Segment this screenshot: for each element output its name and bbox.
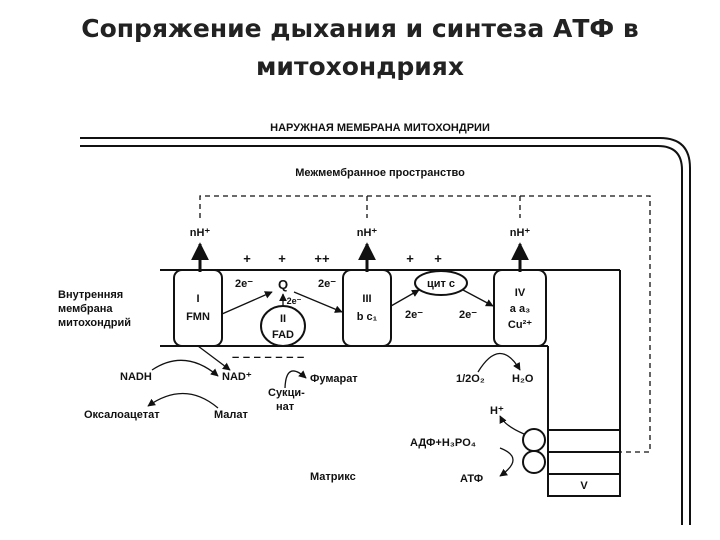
malate-to-oxaloacetate-arrow bbox=[147, 392, 219, 409]
electron-label-2: 2e⁻ bbox=[318, 278, 336, 290]
nadh-oxidation-arrow bbox=[151, 359, 219, 377]
complex-1-box bbox=[173, 269, 223, 347]
complex-1-name: FMN bbox=[186, 311, 210, 323]
complex-2-name: FAD bbox=[272, 329, 294, 341]
complex-1-numeral: I bbox=[196, 293, 199, 305]
oxygen-reduction-arrow bbox=[477, 352, 521, 373]
electron-arrow-1-to-q bbox=[221, 291, 273, 315]
cyt-c-label: цит c bbox=[427, 278, 455, 290]
electron-label-3: 2e⁻ bbox=[287, 296, 302, 306]
complex-4-line-3: Cu²⁺ bbox=[508, 319, 532, 331]
inner-membrane-label-line-3: митохондрий bbox=[58, 317, 131, 329]
electron-arrow-3-to-cyt bbox=[390, 289, 420, 307]
complex-4-numeral: IV bbox=[515, 287, 526, 299]
adp-to-atp-arrow bbox=[499, 447, 514, 477]
atp-label: АТФ bbox=[460, 473, 483, 485]
succinate-label-line-1: Сукци- bbox=[268, 387, 305, 399]
outer-membrane-line-inner bbox=[80, 145, 683, 525]
inner-membrane-label-line-1: Внутренняя bbox=[58, 289, 123, 301]
electron-arrow-q-to-3 bbox=[293, 291, 343, 313]
adp-phosphate-label: АДФ+H₃PO₄ bbox=[410, 437, 476, 449]
h-plus-label: H⁺ bbox=[490, 405, 504, 417]
half-o2-label: 1/2O₂ bbox=[456, 373, 485, 385]
complex-1-to-matrix-line bbox=[197, 345, 231, 371]
complex-3-name: b c₁ bbox=[357, 311, 378, 323]
proton-dashed-path bbox=[199, 195, 651, 453]
nadh-label: NADH bbox=[120, 371, 152, 383]
outer-membrane-label: НАРУЖНАЯ МЕМБРАНА МИТОХОНДРИИ bbox=[270, 122, 490, 134]
succinate-label-line-2: нат bbox=[276, 401, 295, 413]
plus-sign-4: + bbox=[406, 251, 414, 266]
electron-label-5: 2e⁻ bbox=[459, 309, 477, 321]
proton-label-complex-3: nH⁺ bbox=[357, 227, 378, 239]
minus-signs: – – – – – – – bbox=[232, 349, 304, 364]
complex-3-box bbox=[342, 269, 392, 347]
plus-sign-1: + bbox=[243, 251, 251, 266]
inner-membrane-label-line-2: мембрана bbox=[58, 303, 113, 315]
complex-2-numeral: II bbox=[280, 313, 286, 325]
water-label: H₂O bbox=[512, 373, 534, 385]
atp-synthase-head-bottom bbox=[522, 450, 546, 474]
electron-label-4: 2e⁻ bbox=[405, 309, 423, 321]
intermembrane-space-label: Межмембранное пространство bbox=[295, 167, 465, 179]
fumarate-label: Фумарат bbox=[310, 373, 358, 385]
plus-sign-3: ++ bbox=[314, 251, 330, 266]
atp-synthase-head-top bbox=[522, 428, 546, 452]
complex-5-stalk-top bbox=[547, 429, 621, 453]
oxaloacetate-label: Оксалоацетат bbox=[84, 409, 160, 421]
outer-membrane-line-outer bbox=[80, 137, 691, 525]
complex-5-label: V bbox=[580, 480, 588, 492]
complex-5-stalk-bottom bbox=[547, 451, 621, 475]
complex-5-box bbox=[547, 473, 621, 497]
succinate-oxidation-arrow bbox=[284, 370, 307, 389]
slide-title-line-2: митохондриях bbox=[256, 52, 464, 81]
cyt-c-ellipse bbox=[414, 270, 468, 296]
complex-4-line-2: a a₃ bbox=[510, 303, 530, 315]
nad-label: NAD⁺ bbox=[222, 371, 252, 383]
matrix-label: Матрикс bbox=[310, 471, 356, 483]
proton-label-complex-4: nH⁺ bbox=[510, 227, 531, 239]
plus-sign-5: + bbox=[434, 251, 442, 266]
h-plus-arrow bbox=[499, 415, 525, 435]
proton-label-complex-1: nH⁺ bbox=[190, 227, 211, 239]
plus-sign-2: + bbox=[278, 251, 286, 266]
electron-label-1: 2e⁻ bbox=[235, 278, 253, 290]
complex-4-box bbox=[493, 269, 547, 347]
malate-label: Малат bbox=[214, 409, 249, 421]
slide-title-line-1: Сопряжение дыхания и синтеза АТФ в bbox=[81, 14, 639, 43]
complex-3-numeral: III bbox=[362, 293, 371, 305]
electron-arrow-cyt-to-4 bbox=[462, 289, 494, 307]
q-label: Q bbox=[278, 277, 288, 292]
